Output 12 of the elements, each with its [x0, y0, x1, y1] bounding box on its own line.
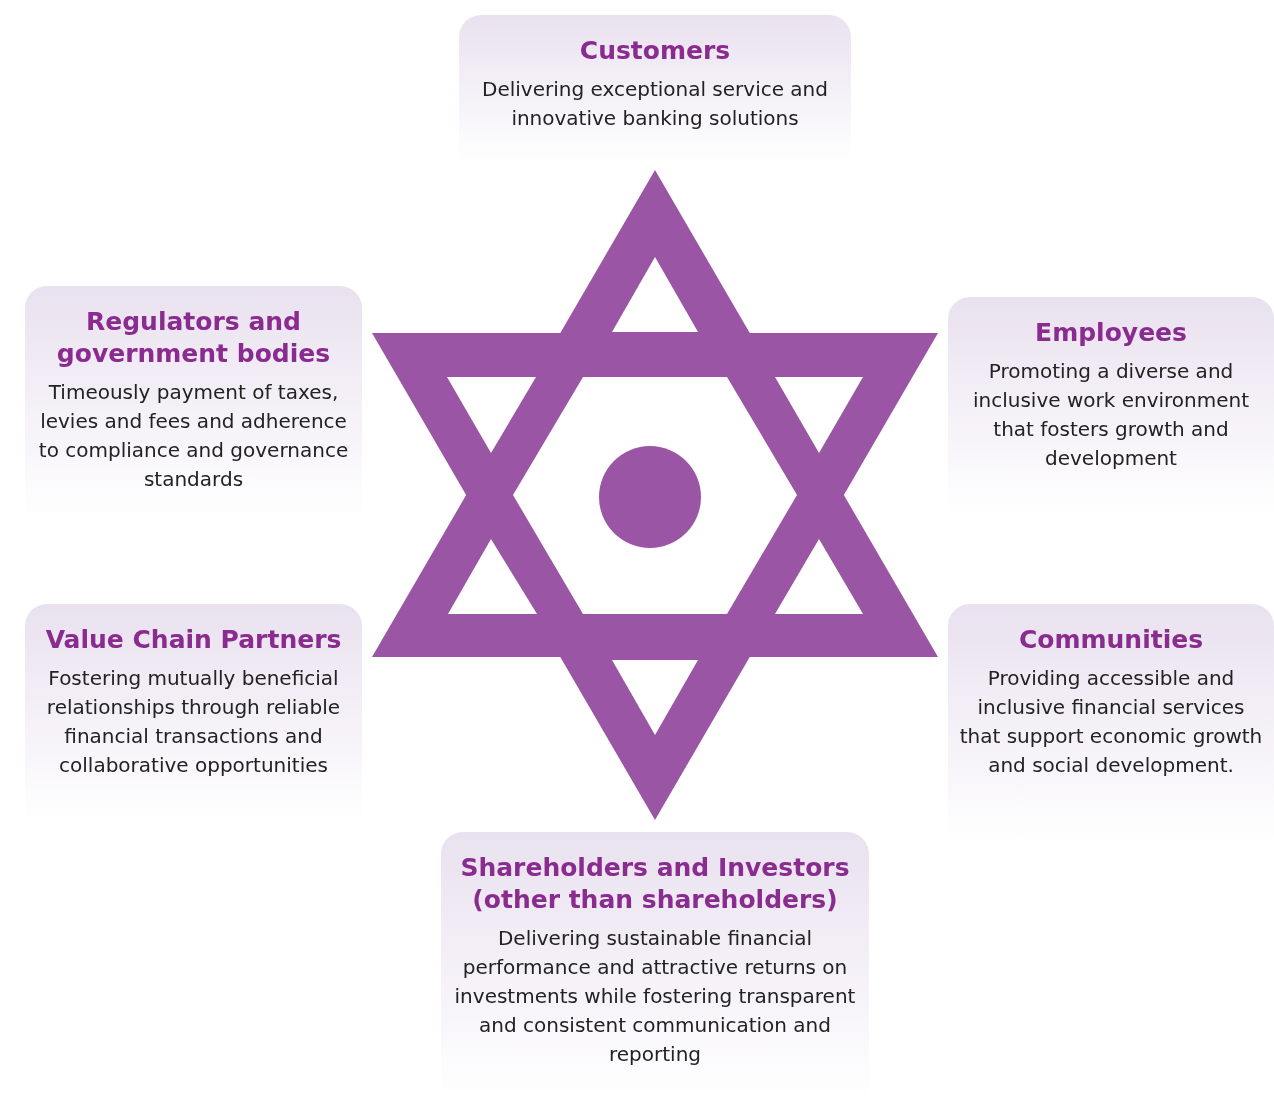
- card-description: Fostering mutually beneficial relationships through reliable financial transactions and collaborative opportunities: [45, 665, 342, 779]
- card-heading: Customers: [578, 35, 732, 67]
- card-heading: Communities: [1017, 624, 1205, 656]
- card-description: Timeously payment of taxes, levies and fees and adherence to compliance and governance standards: [37, 379, 350, 493]
- card-heading: Shareholders and Investors (other than shareholders): [459, 852, 851, 916]
- card-heading: Value Chain Partners: [44, 624, 343, 656]
- card-heading: Regulators and government bodies: [55, 306, 332, 370]
- card-description: Delivering exceptional service and innovative banking solutions: [481, 76, 829, 132]
- card-description: Providing accessible and inclusive financial services that support economic growth and social development.: [958, 665, 1264, 779]
- card-description: Promoting a diverse and inclusive work environment that fosters growth and development: [971, 358, 1251, 472]
- card-heading: Employees: [1034, 317, 1188, 349]
- card-description: Delivering sustainable financial performance and attractive returns on investments while fostering transparent and consistent communication and reporting: [453, 925, 857, 1068]
